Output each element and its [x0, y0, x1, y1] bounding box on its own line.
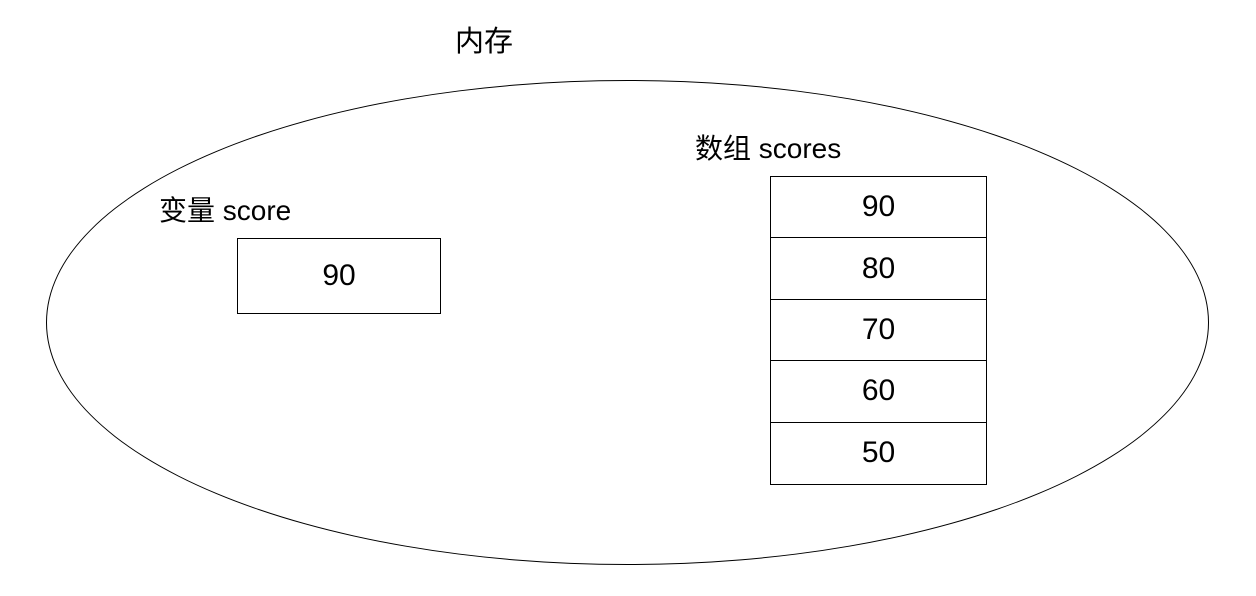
array-cell: 90: [771, 177, 986, 239]
array-cell: 80: [771, 238, 986, 300]
variable-value: 90: [322, 259, 356, 292]
array-cell-value: 90: [861, 190, 896, 224]
array-cell: 60: [771, 361, 986, 423]
array-cell-value: 80: [861, 251, 896, 285]
array-cell: 50: [771, 423, 986, 484]
array-cell-value: 50: [861, 436, 896, 470]
array-cell-value: 60: [861, 374, 896, 408]
variable-label: 变量 score: [159, 195, 292, 226]
variable-value-box: 90: [237, 238, 441, 314]
memory-boundary-ellipse: [46, 80, 1209, 565]
array-cell-value: 70: [861, 312, 896, 346]
diagram-title: 内存: [455, 26, 514, 58]
array-box: 90 80 70 60 50: [770, 176, 987, 485]
array-label: 数组 scores: [695, 133, 842, 164]
array-cell: 70: [771, 300, 986, 362]
